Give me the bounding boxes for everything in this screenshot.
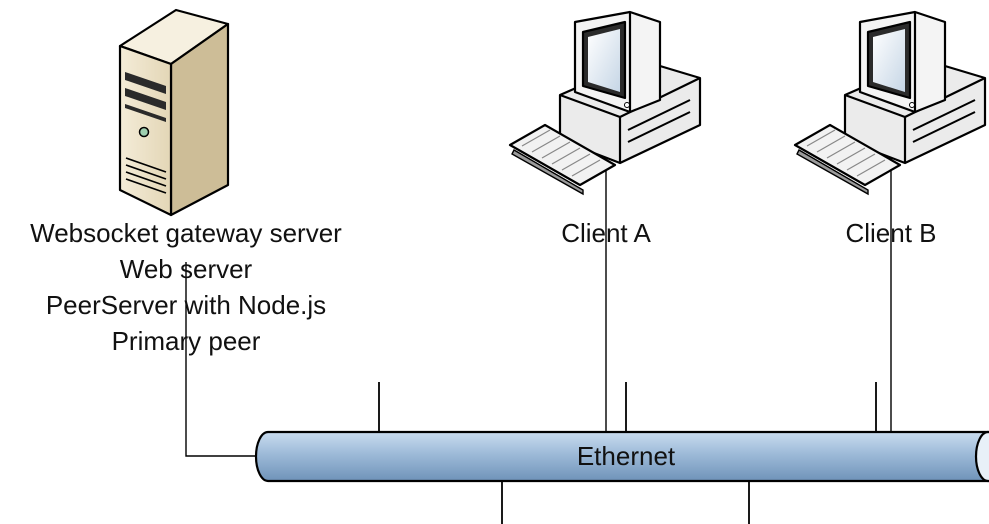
server-label-line-2: Web server (120, 254, 253, 284)
server-connection-line (185, 262, 258, 457)
ethernet-label: Ethernet (577, 441, 676, 471)
client-a-label: Client A (561, 218, 651, 248)
client-b-label: Client B (845, 218, 936, 248)
connection-lines (185, 150, 892, 524)
server-label-line-3: PeerServer with Node.js (46, 290, 326, 320)
ethernet-cable-end (974, 430, 989, 483)
server-label: Websocket gateway server Web server Peer… (30, 218, 342, 356)
server-label-line-4: Primary peer (112, 326, 261, 356)
client-b-computer-icon (793, 10, 987, 196)
client-a-computer-icon (508, 10, 702, 196)
server-label-line-1: Websocket gateway server (30, 218, 342, 248)
ethernet-bus: Ethernet (254, 430, 989, 483)
server-icon (118, 8, 230, 217)
ethernet-cable (254, 430, 989, 483)
